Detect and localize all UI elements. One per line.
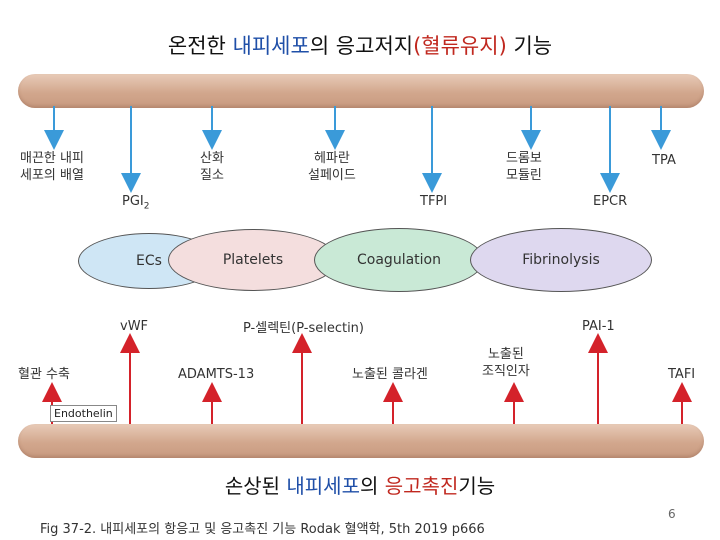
label-vasoconstriction: 혈관 수축 — [18, 367, 70, 382]
label-exposed-tf-1: 노출된 — [487, 347, 524, 362]
label-smooth-lining-2: 세포의 배열 — [20, 168, 84, 183]
label-pai1: PAI-1 — [582, 319, 615, 334]
ellipse-platelets-label: Platelets — [222, 252, 284, 268]
title-text-1: 온전한 — [167, 34, 233, 58]
label-smooth-lining: 매끈한 내피 세포의 배열 — [20, 150, 84, 184]
label-vwf: vWF — [120, 319, 149, 334]
figure-caption: Fig 37-2. 내피세포의 항응고 및 응고촉진 기능 Rodak 혈액학,… — [40, 522, 485, 537]
label-tpa: TPA — [652, 153, 676, 168]
title-text-4: (혈류유지) — [413, 34, 507, 58]
bottom-endothelium-bar — [18, 424, 704, 458]
label-adamts13: ADAMTS-13 — [178, 367, 255, 382]
bottom-title-5: 기능 — [458, 474, 496, 498]
bottom-title: 손상된 내피세포의 응고촉진기능 — [0, 470, 720, 499]
label-thrombomodulin-2: 모듈린 — [506, 168, 542, 183]
title-text-3: 의 응고저지 — [309, 34, 414, 58]
label-tfpi: TFPI — [420, 194, 448, 209]
label-epcr: EPCR — [593, 194, 628, 209]
label-nitric-oxide-2: 질소 — [200, 168, 224, 183]
label-pgi2: PGI2 — [122, 193, 149, 216]
label-heparan-1: 헤파란 — [313, 151, 350, 166]
title-text-2: 내피세포 — [232, 34, 310, 58]
label-pgi2-text: PGI — [122, 194, 144, 209]
ellipse-ecs-label: ECs — [136, 253, 162, 269]
ellipse-fibrinolysis-label: Fibrinolysis — [522, 252, 600, 268]
label-heparan: 헤파란 설페이드 — [308, 150, 356, 184]
page-title: 온전한 내피세포의 응고저지(혈류유지) 기능 — [0, 30, 720, 60]
ellipse-coagulation-label: Coagulation — [357, 252, 441, 268]
bottom-title-4: 응고촉진 — [384, 474, 459, 498]
ellipse-coagulation: Coagulation — [314, 228, 484, 292]
bottom-title-3: 의 — [359, 474, 385, 498]
label-nitric-oxide-1: 산화 — [200, 151, 224, 166]
endothelin-label: Endothelin — [50, 405, 117, 422]
label-p-selectin: P-셀렉틴(P-selectin) — [243, 321, 364, 336]
label-heparan-2: 설페이드 — [308, 168, 356, 183]
label-nitric-oxide: 산화 질소 — [200, 150, 224, 184]
ellipse-fibrinolysis: Fibrinolysis — [470, 228, 652, 292]
ellipse-platelets: Platelets — [168, 229, 338, 291]
label-thrombomodulin-1: 드롬보 — [506, 151, 542, 166]
bottom-title-2: 내피세포 — [286, 474, 360, 498]
label-tafi: TAFI — [668, 367, 696, 382]
label-exposed-tissue-factor: 노출된 조직인자 — [482, 346, 530, 380]
label-thrombomodulin: 드롬보 모듈린 — [506, 150, 542, 184]
label-pgi2-sub: 2 — [143, 201, 150, 212]
title-text-5: 기능 — [506, 34, 553, 58]
label-exposed-tf-2: 조직인자 — [482, 364, 530, 379]
label-exposed-collagen: 노출된 콜라겐 — [352, 367, 428, 382]
bottom-title-1: 손상된 — [224, 474, 287, 498]
top-endothelium-bar — [18, 74, 704, 108]
label-smooth-lining-1: 매끈한 내피 — [20, 151, 84, 166]
page-number: 6 — [668, 507, 676, 521]
